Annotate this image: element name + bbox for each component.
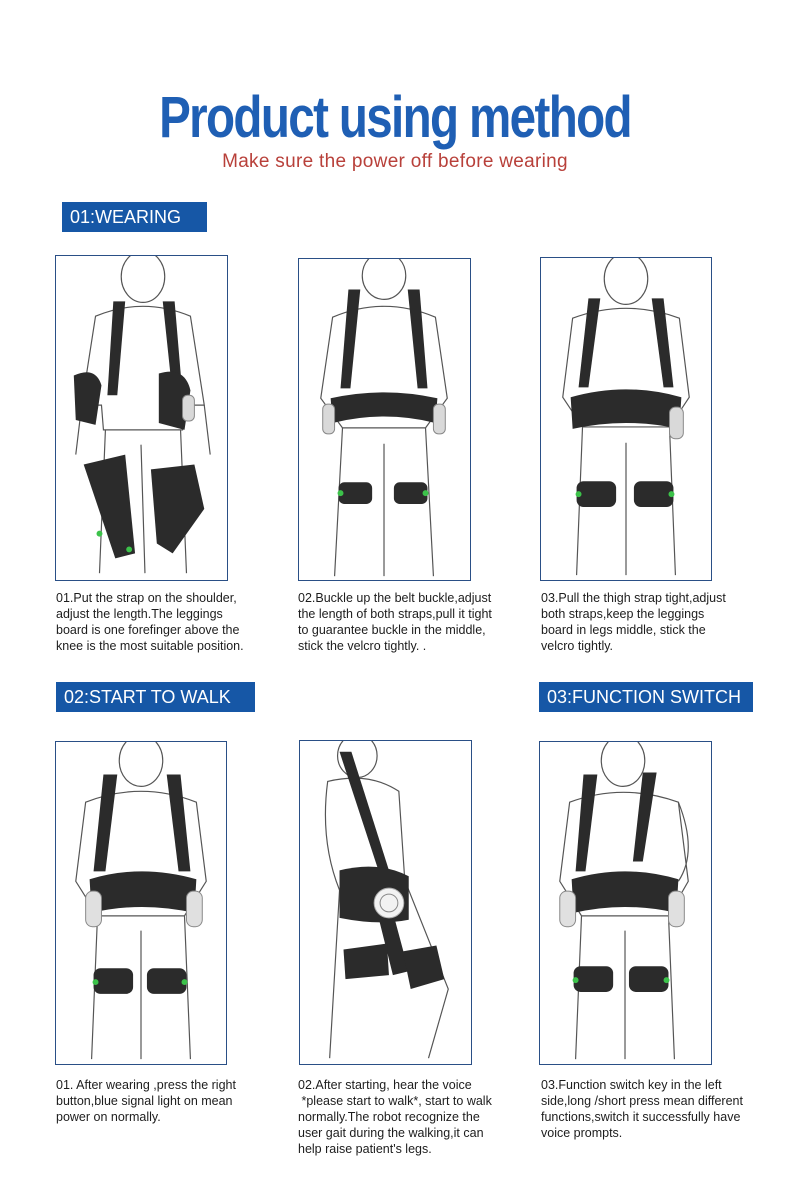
step-caption-5: 02.After starting, hear the voice *pleas… bbox=[298, 1077, 528, 1157]
caption-line: to guarantee buckle in the middle, bbox=[298, 623, 486, 637]
step-caption-2: 02.Buckle up the belt buckle,adjust the … bbox=[298, 590, 523, 654]
caption-line: side,long /short press mean different bbox=[541, 1094, 743, 1108]
section-label-function-switch: 03:FUNCTION SWITCH bbox=[539, 682, 753, 712]
wearing-figure-2 bbox=[320, 259, 448, 577]
step-illustration-2 bbox=[298, 258, 471, 581]
caption-line: help raise patient's legs. bbox=[298, 1142, 432, 1156]
step-illustration-6 bbox=[539, 741, 712, 1065]
caption-line: 02.Buckle up the belt buckle,adjust bbox=[298, 591, 492, 605]
caption-line: functions,switch it successfully have bbox=[541, 1110, 741, 1124]
step-illustration-1 bbox=[55, 255, 228, 581]
caption-line: stick the velcro tightly. . bbox=[298, 639, 427, 653]
caption-line: knee is the most suitable position. bbox=[56, 639, 244, 653]
walk-figure-side bbox=[324, 741, 449, 1059]
wearing-figure-1 bbox=[73, 256, 211, 574]
caption-line: both straps,keep the leggings bbox=[541, 607, 705, 621]
caption-line: *please start to walk*, start to walk bbox=[298, 1094, 492, 1108]
caption-line: velcro tightly. bbox=[541, 639, 614, 653]
step-caption-6: 03.Function switch key in the left side,… bbox=[541, 1077, 766, 1141]
page-subtitle: Make sure the power off before wearing bbox=[222, 151, 568, 172]
caption-line: 03.Pull the thigh strap tight,adjust bbox=[541, 591, 726, 605]
step-illustration-4 bbox=[55, 741, 227, 1065]
page-title: Product using method bbox=[159, 85, 632, 150]
step-caption-1: 01.Put the strap on the shoulder, adjust… bbox=[56, 590, 271, 654]
caption-line: user gait during the walking,it can bbox=[298, 1126, 484, 1140]
caption-line: the length of both straps,pull it tight bbox=[298, 607, 492, 621]
wearing-figure-3 bbox=[562, 258, 690, 576]
step-illustration-3 bbox=[540, 257, 712, 581]
caption-line: adjust the length.The leggings bbox=[56, 607, 223, 621]
step-illustration-5 bbox=[299, 740, 472, 1065]
caption-line: power on normally. bbox=[56, 1110, 161, 1124]
caption-line: 01.Put the strap on the shoulder, bbox=[56, 591, 237, 605]
caption-line: board in legs middle, stick the bbox=[541, 623, 706, 637]
caption-line: 02.After starting, hear the voice bbox=[298, 1078, 472, 1092]
step-caption-3: 03.Pull the thigh strap tight,adjust bot… bbox=[541, 590, 756, 654]
section-label-start-to-walk: 02:START TO WALK bbox=[56, 682, 255, 712]
caption-line: normally.The robot recognize the bbox=[298, 1110, 480, 1124]
section-label-wearing: 01:WEARING bbox=[62, 202, 207, 232]
step-caption-4: 01. After wearing ,press the right butto… bbox=[56, 1077, 271, 1125]
caption-line: voice prompts. bbox=[541, 1126, 623, 1140]
walk-figure-front bbox=[75, 742, 207, 1060]
caption-line: board is one forefinger above the bbox=[56, 623, 240, 637]
caption-line: button,blue signal light on mean bbox=[56, 1094, 233, 1108]
caption-line: 01. After wearing ,press the right bbox=[56, 1078, 236, 1092]
caption-line: 03.Function switch key in the left bbox=[541, 1078, 722, 1092]
function-switch-figure bbox=[559, 742, 689, 1060]
